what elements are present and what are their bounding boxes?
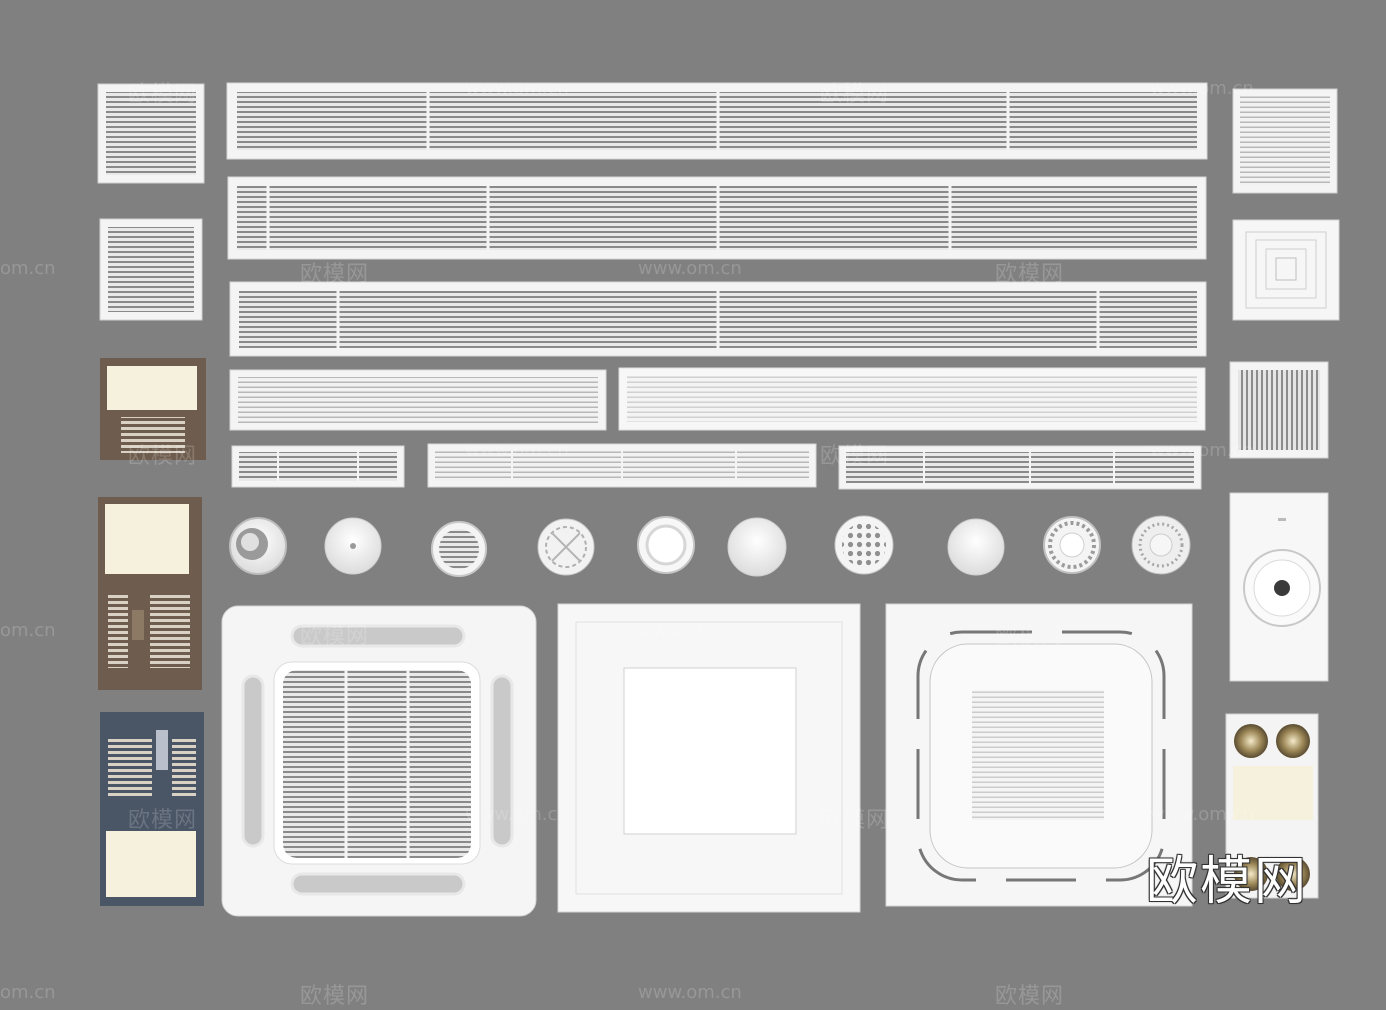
round-diffuser-3 bbox=[431, 521, 487, 577]
linear-grille-4b bbox=[618, 367, 1206, 431]
round-diffuser-7 bbox=[834, 515, 894, 575]
watermark-brand: 欧模网 bbox=[128, 444, 198, 469]
round-diffuser-2 bbox=[324, 517, 382, 575]
watermark-site-short: om.cn bbox=[0, 982, 56, 1003]
watermark-brand: 欧模网 bbox=[995, 624, 1065, 649]
watermark-site-short: om.cn bbox=[0, 620, 56, 641]
linear-grille-2 bbox=[227, 176, 1207, 260]
watermark-brand: 欧模网 bbox=[300, 262, 370, 287]
round-diffuser-6 bbox=[727, 517, 787, 577]
bath-heater-gold-fans bbox=[1225, 713, 1319, 899]
watermark-site: www.om.cn bbox=[1150, 804, 1254, 825]
watermark-brand: 欧模网 bbox=[300, 984, 370, 1009]
watermark-brand: 欧模网 bbox=[300, 624, 370, 649]
watermark-site: www.om.cn bbox=[638, 982, 742, 1003]
watermark-site: www.om.cn bbox=[1150, 78, 1254, 99]
watermark-site: www.om.cn bbox=[1150, 440, 1254, 461]
square-grille-left-2 bbox=[99, 218, 203, 321]
square-grille-right-3 bbox=[1229, 361, 1329, 459]
watermark-site: www.om.cn bbox=[465, 78, 569, 99]
linear-grille-3 bbox=[229, 281, 1207, 357]
round-diffuser-5 bbox=[637, 516, 695, 574]
watermark-brand: 欧模网 bbox=[995, 984, 1065, 1009]
watermark-site-short: om.cn bbox=[0, 258, 56, 279]
watermark-brand: 欧模网 bbox=[820, 808, 890, 833]
cassette-ac-1 bbox=[221, 605, 537, 917]
watermark-site: www.om.cn bbox=[465, 440, 569, 461]
square-grille-top-left bbox=[97, 83, 205, 184]
cassette-ac-2 bbox=[557, 603, 861, 913]
watermark-site: www.om.cn bbox=[638, 620, 742, 641]
exhaust-fan-panel bbox=[1229, 492, 1329, 682]
round-diffuser-1 bbox=[229, 517, 287, 575]
watermark-brand: 欧模网 bbox=[820, 444, 890, 469]
cassette-ac-3 bbox=[885, 603, 1193, 907]
round-diffuser-10 bbox=[1131, 515, 1191, 575]
round-diffuser-8 bbox=[947, 518, 1005, 576]
linear-grille-4a bbox=[229, 369, 607, 431]
watermark-site: www.om.cn bbox=[638, 258, 742, 279]
square-diffuser-right bbox=[1232, 219, 1340, 321]
round-diffuser-4 bbox=[537, 518, 595, 576]
linear-grille-5a bbox=[231, 445, 405, 488]
watermark-brand: 欧模网 bbox=[128, 808, 198, 833]
watermark-brand: 欧模网 bbox=[128, 82, 198, 107]
square-grille-top-right bbox=[1232, 88, 1338, 194]
watermark-site: www.om.cn bbox=[465, 804, 569, 825]
brand-logo-text: 欧模网 bbox=[1145, 852, 1308, 912]
linear-grille-1 bbox=[226, 82, 1208, 160]
linear-grille-5b bbox=[427, 443, 817, 488]
linear-grille-5c bbox=[838, 445, 1202, 490]
bath-heater-bronze-small bbox=[100, 358, 206, 460]
round-diffuser-9 bbox=[1043, 516, 1101, 574]
bath-heater-navy bbox=[100, 712, 204, 906]
watermark-brand: 欧模网 bbox=[820, 82, 890, 107]
watermark-brand: 欧模网 bbox=[995, 262, 1065, 287]
bath-heater-bronze-tall bbox=[98, 497, 202, 690]
